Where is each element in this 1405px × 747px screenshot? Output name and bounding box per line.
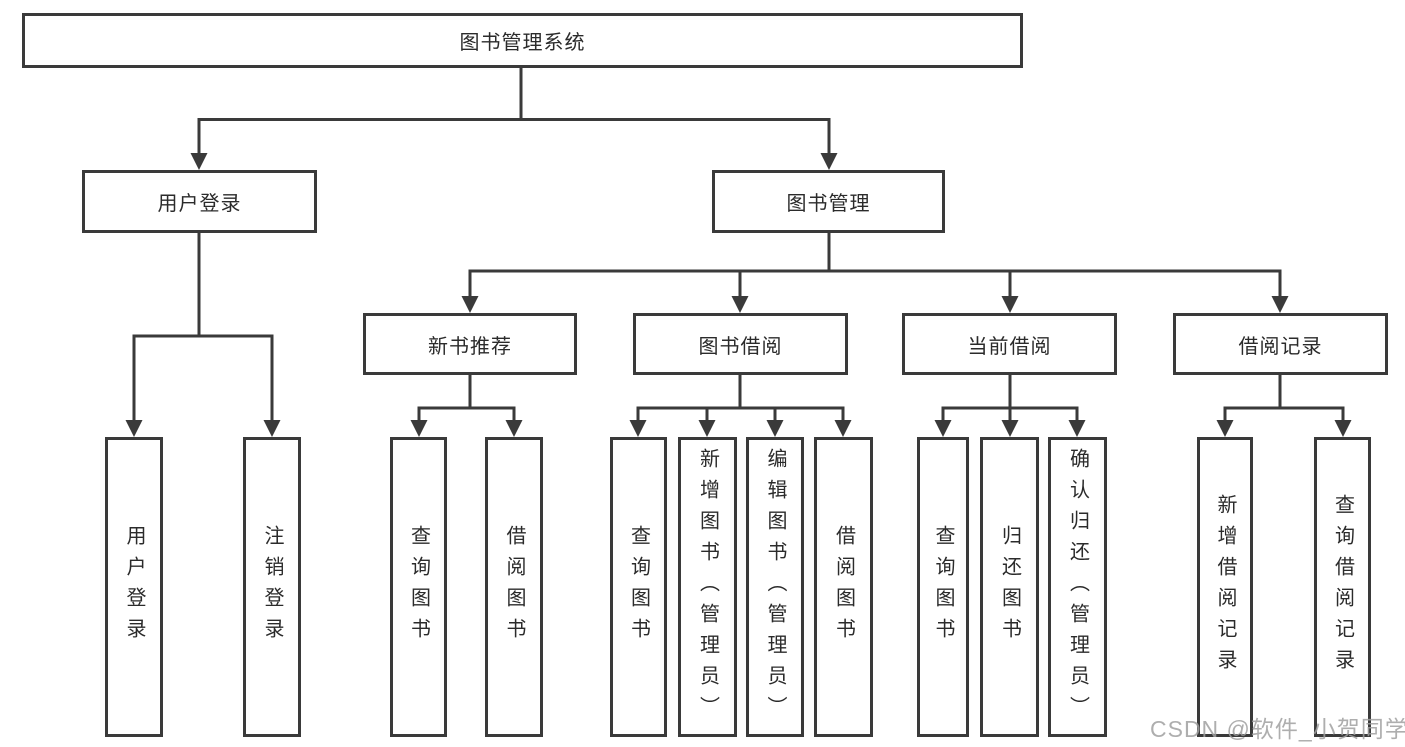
- leaf-bb-edit-book-admin: 编辑图书（管理员）: [746, 437, 804, 737]
- node-book-management: 图书管理: [712, 170, 945, 233]
- leaf-user-login: 用户登录: [105, 437, 163, 737]
- leaf-label: 用户登录: [123, 525, 145, 649]
- node-current-borrowing: 当前借阅: [902, 313, 1117, 375]
- node-borrowing-records: 借阅记录: [1173, 313, 1388, 375]
- leaf-rec-query-borrow-record: 查询借阅记录: [1314, 437, 1371, 737]
- leaf-nbr-query-books: 查询图书: [390, 437, 447, 737]
- leaf-label: 查询图书: [627, 525, 650, 649]
- leaf-label: 注销登录: [261, 525, 283, 649]
- leaf-label: 编辑图书（管理员）: [764, 447, 786, 727]
- leaf-bb-borrow-books: 借阅图书: [814, 437, 873, 737]
- node-user-login: 用户登录: [82, 170, 317, 233]
- node-book-borrowing: 图书借阅: [633, 313, 848, 375]
- leaf-logout: 注销登录: [243, 437, 301, 737]
- leaf-label: 确认归还（管理员）: [1066, 447, 1089, 727]
- leaf-label: 查询图书: [407, 525, 430, 649]
- leaf-bb-query-books: 查询图书: [610, 437, 667, 737]
- leaf-rec-add-borrow-record: 新增借阅记录: [1197, 437, 1253, 737]
- leaf-cb-query-books: 查询图书: [917, 437, 969, 737]
- leaf-cb-return-books: 归还图书: [980, 437, 1039, 737]
- leaf-label: 查询借阅记录: [1331, 494, 1354, 680]
- watermark: CSDN @软件_小贺同学: [1150, 716, 1405, 742]
- leaf-label: 借阅图书: [832, 525, 855, 649]
- leaf-label: 新增借阅记录: [1214, 494, 1236, 680]
- node-library-management-system: 图书管理系统: [22, 13, 1023, 68]
- leaf-cb-confirm-return-admin: 确认归还（管理员）: [1048, 437, 1107, 737]
- leaf-label: 新增图书（管理员）: [696, 447, 719, 727]
- leaf-nbr-borrow-books: 借阅图书: [485, 437, 543, 737]
- leaf-label: 借阅图书: [503, 525, 525, 649]
- leaf-label: 查询图书: [932, 525, 954, 649]
- leaf-bb-add-book-admin: 新增图书（管理员）: [678, 437, 737, 737]
- leaf-label: 归还图书: [998, 525, 1021, 649]
- node-new-book-recommendation: 新书推荐: [363, 313, 577, 375]
